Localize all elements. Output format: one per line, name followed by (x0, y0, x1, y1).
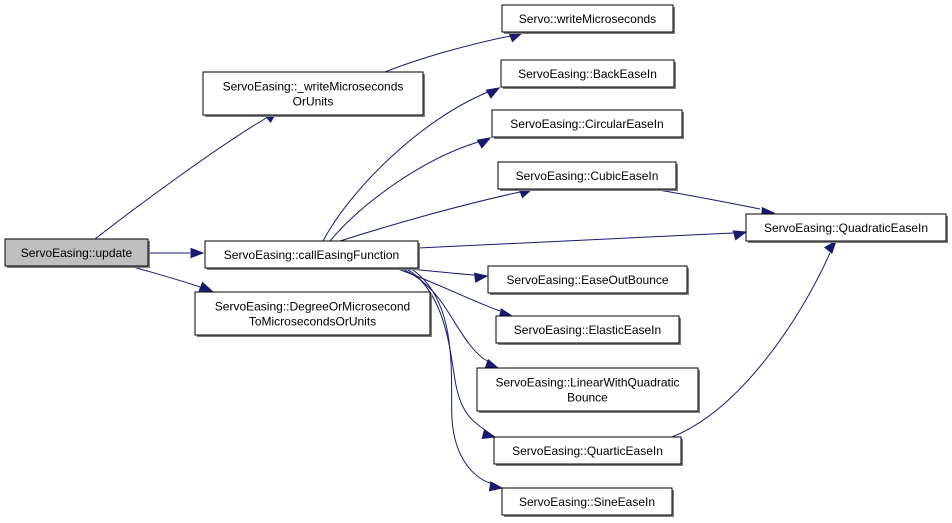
edge-callEasingFunction-to-sineEaseIn (409, 267, 504, 492)
node-label: Servo::writeMicroseconds (519, 12, 656, 26)
node-servoWriteMicros[interactable]: Servo::writeMicroseconds (501, 4, 675, 34)
node-label: OrUnits (293, 95, 334, 109)
edge-line (417, 232, 734, 249)
node-box (202, 71, 424, 116)
edge-line (671, 252, 831, 438)
edge-line (394, 267, 501, 312)
arrowhead-icon (198, 281, 214, 292)
node-label: ServoEasing::_writeMicroseconds (223, 80, 404, 94)
node-box (204, 240, 419, 269)
node-label: ServoEasing::ElasticEaseIn (514, 323, 661, 337)
node-label: Bounce (567, 391, 608, 405)
nodes-layer: ServoEasing::update ServoEasing::_writeMi… (4, 4, 948, 517)
edge-callEasingFunction-to-quarticEaseIn (404, 267, 497, 440)
node-label: ServoEasing::CubicEaseIn (516, 169, 659, 183)
edge-line (399, 267, 491, 363)
edge-update-to-degreeToMicros (129, 265, 214, 292)
node-easeOutBounce[interactable]: ServoEasing::EaseOutBounce (487, 265, 689, 295)
node-label: ServoEasing::LinearWithQuadratic (495, 376, 679, 390)
node-backEaseIn[interactable]: ServoEasing::BackEaseIn (500, 59, 676, 89)
node-box (4, 238, 149, 267)
edge-line (129, 265, 201, 288)
arrowhead-icon (190, 247, 205, 259)
node-cubicEaseIn[interactable]: ServoEasing::CubicEaseIn (497, 161, 678, 191)
node-label: ServoEasing::BackEaseIn (518, 67, 657, 81)
node-label: ServoEasing::EaseOutBounce (506, 273, 668, 287)
node-box (745, 213, 947, 242)
edge-callEasingFunction-to-quadraticEaseIn (417, 230, 748, 249)
node-box (194, 291, 431, 336)
node-box (476, 367, 699, 412)
node-quarticEaseIn[interactable]: ServoEasing::QuarticEaseIn (493, 436, 683, 466)
edge-line (651, 188, 761, 210)
arrowhead-icon (508, 32, 524, 43)
node-degreeToMicros[interactable]: ServoEasing::DegreeOrMicrosecondToMicros… (194, 291, 432, 337)
edge-cubicEaseIn-to-quadraticEaseIn (651, 188, 776, 218)
node-box (491, 109, 683, 138)
node-quadraticEaseIn[interactable]: ServoEasing::QuadraticEaseIn (745, 213, 948, 243)
edge-line (329, 141, 479, 242)
node-box (501, 487, 673, 516)
edge-line (384, 35, 511, 73)
edges-layer (94, 32, 837, 492)
edge-line (404, 267, 486, 431)
arrowhead-icon (473, 272, 489, 283)
node-label: ServoEasing::QuarticEaseIn (512, 444, 663, 458)
node-label: ToMicrosecondsOrUnits (249, 315, 376, 329)
node-box (493, 436, 682, 465)
arrowhead-icon (481, 428, 497, 440)
arrowhead-icon (732, 230, 748, 241)
node-box (487, 265, 688, 294)
node-box (501, 4, 674, 33)
node-elasticEaseIn[interactable]: ServoEasing::ElasticEaseIn (495, 315, 681, 345)
node-label: ServoEasing::DegreeOrMicrosecond (215, 300, 410, 314)
edge-line (409, 267, 491, 484)
edge-callEasingFunction-to-cubicEaseIn (339, 188, 534, 242)
arrowhead-icon (488, 481, 504, 492)
edge-line (322, 91, 489, 242)
node-box (500, 59, 675, 88)
node-callEasingFunction[interactable]: ServoEasing::callEasingFunction (204, 240, 420, 270)
edge-update-to-callEasingFunction (148, 247, 205, 259)
arrowhead-icon (824, 239, 837, 254)
node-label: ServoEasing::CircularEaseIn (510, 117, 663, 131)
node-label: ServoEasing::callEasingFunction (224, 248, 399, 262)
edge-callEasingFunction-to-circularEaseIn (329, 137, 492, 242)
node-label: ServoEasing::QuadraticEaseIn (764, 221, 928, 235)
node-update[interactable]: ServoEasing::update (4, 238, 150, 268)
edge-update-to-writeMicrosecondsOrUnits (94, 110, 279, 240)
node-box (495, 315, 680, 344)
node-label: ServoEasing::SineEaseIn (519, 495, 655, 509)
edge-line (339, 191, 521, 242)
edge-line (94, 116, 269, 240)
node-label: ServoEasing::update (21, 246, 133, 260)
node-box (497, 161, 677, 190)
node-circularEaseIn[interactable]: ServoEasing::CircularEaseIn (491, 109, 684, 139)
arrowhead-icon (476, 137, 492, 149)
node-sineEaseIn[interactable]: ServoEasing::SineEaseIn (501, 487, 674, 517)
arrowhead-icon (485, 87, 501, 99)
edge-quarticEaseIn-to-quadraticEaseIn (671, 239, 837, 438)
edge-callEasingFunction-to-backEaseIn (322, 87, 501, 242)
